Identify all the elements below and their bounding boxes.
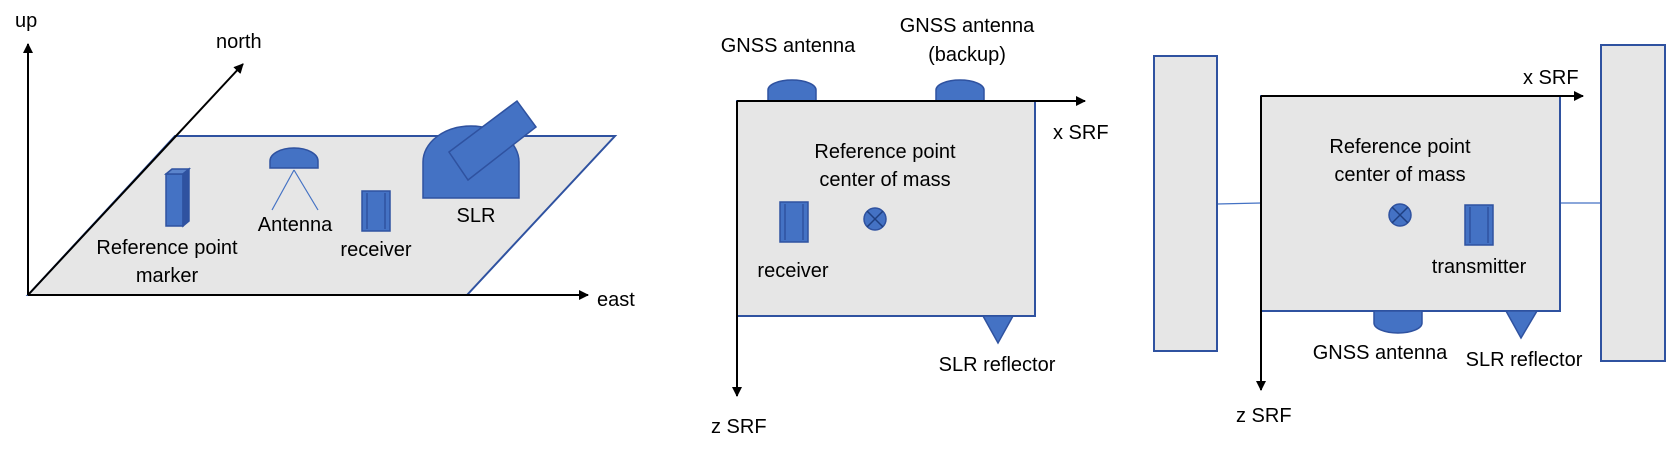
antenna-label: Antenna <box>258 214 333 236</box>
slr-reflector-icon <box>981 315 1015 345</box>
reference-marker-label-1: Reference point <box>96 237 238 259</box>
gnss-antenna-icon <box>1373 310 1423 334</box>
north-axis-label: north <box>216 31 262 53</box>
east-axis-label: east <box>597 289 635 311</box>
receiver-icon <box>361 190 391 232</box>
gnss-antenna-label: GNSS antenna <box>721 35 856 57</box>
z-srf-label: z SRF <box>1236 405 1292 427</box>
gnss-backup-antenna-icon <box>935 79 985 102</box>
reference-marker-label-2: marker <box>136 265 199 287</box>
slr-reflector-label: SLR reflector <box>1466 349 1583 371</box>
center-of-mass-icon <box>863 207 887 231</box>
left-solar-panel <box>1153 55 1218 352</box>
reference-marker-icon <box>163 167 192 228</box>
z-srf-label: z SRF <box>711 416 767 438</box>
transmitter-icon <box>1464 204 1494 246</box>
up-axis-label: up <box>15 10 37 32</box>
reference-point-label-2: center of mass <box>819 169 950 191</box>
satellite-2-panel: x SRF z SRF Reference point center of ma… <box>1153 44 1666 427</box>
reference-point-label-1: Reference point <box>814 141 956 163</box>
gnss-antenna-label: GNSS antenna <box>1313 342 1448 364</box>
x-srf-label: x SRF <box>1523 67 1579 89</box>
center-of-mass-icon <box>1388 203 1412 227</box>
receiver-label: receiver <box>340 239 411 261</box>
north-axis <box>27 63 244 296</box>
ground-station-panel: up north east Reference point marker Ant… <box>15 10 635 311</box>
reference-point-label-1: Reference point <box>1329 136 1471 158</box>
antenna-icon <box>269 147 319 211</box>
transmitter-label: transmitter <box>1432 256 1527 278</box>
receiver-label: receiver <box>757 260 828 282</box>
gnss-backup-label-2: (backup) <box>928 44 1006 66</box>
left-panel-connector <box>1216 202 1262 205</box>
reference-point-label-2: center of mass <box>1334 164 1465 186</box>
satellite-1-panel: GNSS antenna GNSS antenna (backup) x SRF… <box>711 15 1109 438</box>
x-srf-label: x SRF <box>1053 122 1109 144</box>
receiver-icon <box>779 201 809 243</box>
slr-telescope-icon <box>422 99 538 199</box>
gnss-antenna-icon <box>767 79 817 102</box>
slr-reflector-icon <box>1504 310 1539 340</box>
slr-reflector-label: SLR reflector <box>939 354 1056 376</box>
gnss-backup-label-1: GNSS antenna <box>900 15 1035 37</box>
satellite-2-body <box>1260 95 1561 312</box>
slr-label: SLR <box>457 205 496 227</box>
right-solar-panel <box>1600 44 1666 362</box>
